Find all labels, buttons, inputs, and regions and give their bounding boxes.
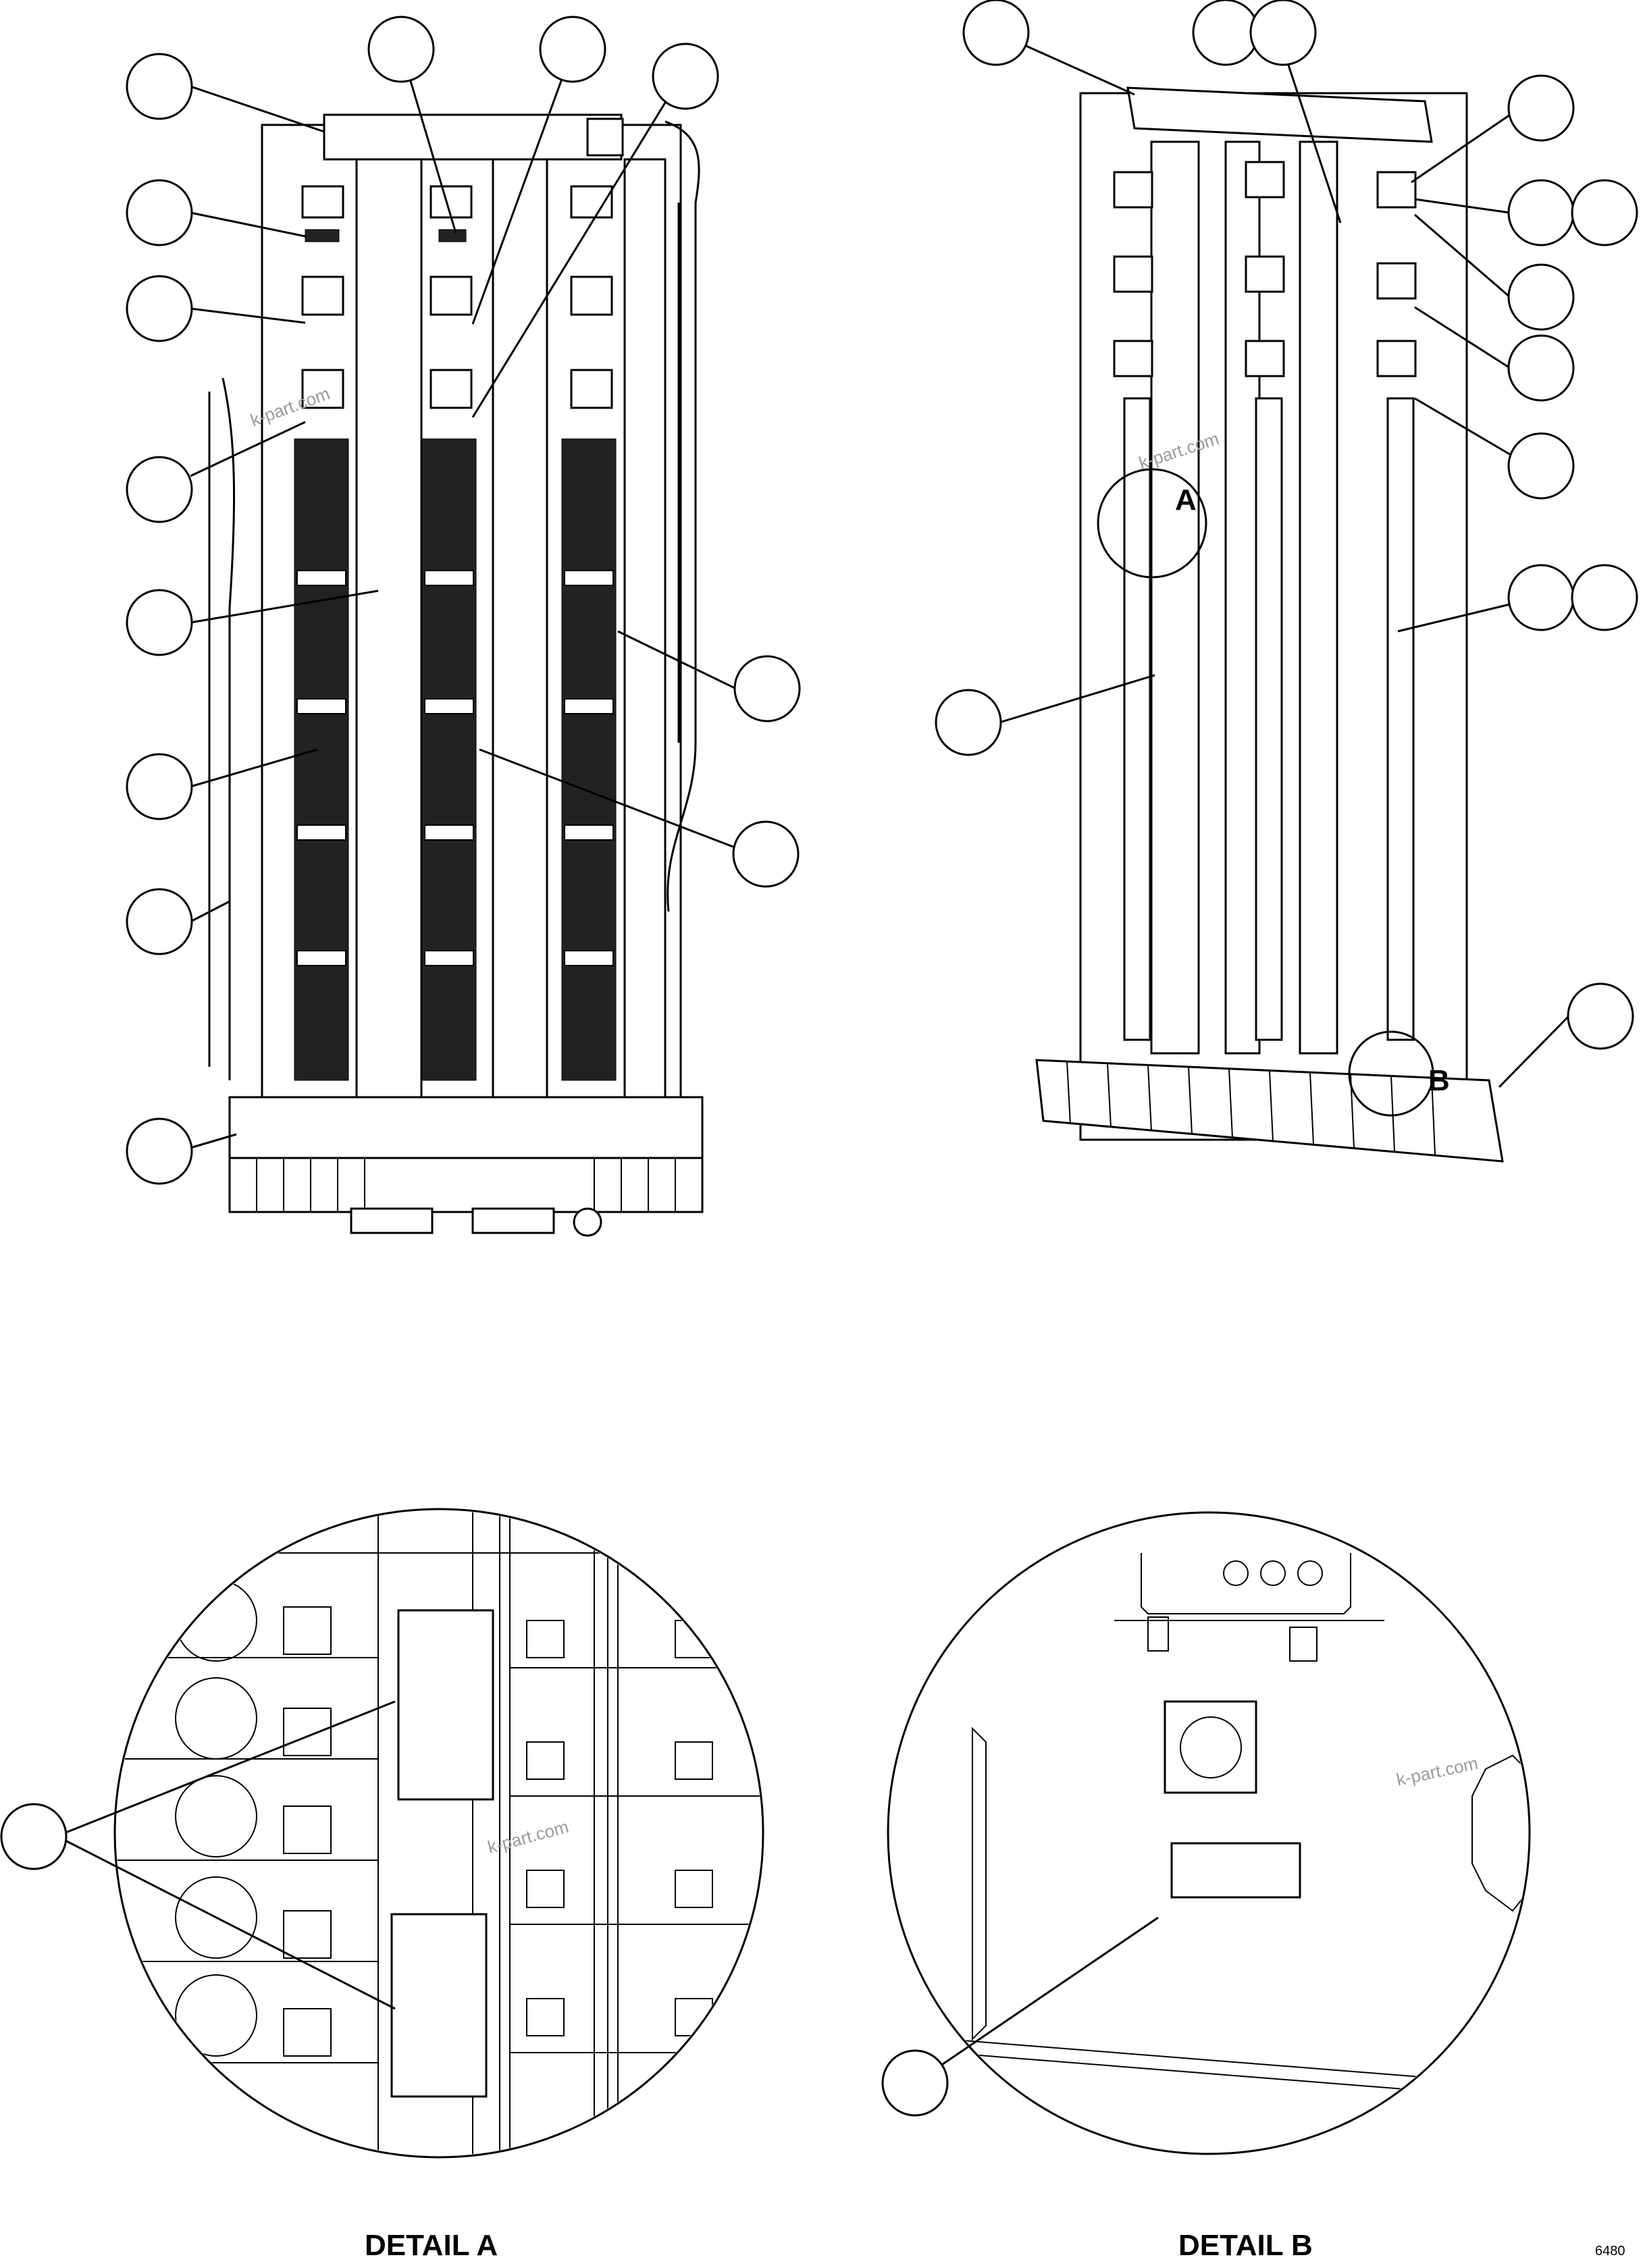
- terminal-column-2: [421, 438, 477, 1081]
- din-rail-1: [1123, 397, 1151, 1041]
- bottom-duct-fingers: [228, 1157, 704, 1213]
- callout-balloon: [1507, 564, 1575, 631]
- detail-a-caption: DETAIL A: [365, 2229, 498, 2262]
- callout-balloon: [1507, 432, 1575, 500]
- relay-label-plate: [305, 229, 340, 242]
- callout-balloon: [1507, 179, 1575, 246]
- callout-balloon: [732, 820, 800, 888]
- round-connector: [573, 1207, 602, 1237]
- vertical-duct-3: [623, 158, 667, 1106]
- callout-balloon: [1507, 263, 1575, 331]
- callout-balloon: [126, 888, 193, 955]
- callout-balloon: [1507, 334, 1575, 402]
- terminal-column-3: [561, 438, 617, 1081]
- right-relays: [1113, 161, 1417, 377]
- din-rail-2: [1255, 397, 1283, 1041]
- detail-b-marker-circle: [1348, 1030, 1434, 1117]
- callout-balloon: [126, 275, 193, 342]
- callout-balloon: [126, 1117, 193, 1185]
- callout-balloon: [1567, 982, 1634, 1050]
- callout-balloon: [733, 655, 801, 722]
- top-wire-duct: [1126, 86, 1433, 143]
- relay: [1113, 171, 1153, 209]
- relay: [1376, 262, 1417, 300]
- top-conduit: [323, 113, 623, 161]
- din-rail-3: [1386, 397, 1415, 1041]
- right-callouts: [935, 0, 1638, 1050]
- relay: [570, 275, 613, 316]
- callout-balloon: [126, 53, 193, 120]
- detail-b-caption: DETAIL B: [1178, 2229, 1313, 2262]
- relay: [429, 369, 473, 409]
- relay: [301, 185, 344, 219]
- right-leader-lines: [995, 31, 1570, 1088]
- relay: [570, 369, 613, 409]
- relay: [429, 275, 473, 316]
- terminal-block-columns: [294, 438, 617, 1081]
- right-panel-view: A B: [935, 0, 1638, 1163]
- vertical-duct-1: [355, 158, 423, 1106]
- left-leader-lines: [190, 49, 737, 1149]
- bottom-duct: [228, 1096, 704, 1159]
- detail-a: k-part.com DETAIL A: [0, 1508, 764, 2262]
- detail-a-marker-label: A: [1175, 483, 1197, 517]
- callout-balloon: [126, 589, 193, 656]
- left-assembly-view: k-part.com: [126, 16, 801, 1237]
- relay: [301, 275, 344, 316]
- callout-balloon: [881, 2049, 949, 2117]
- callout-balloon: [126, 179, 193, 246]
- relay: [1113, 255, 1153, 293]
- duct-1: [1150, 140, 1200, 1055]
- detail-b-circle: [887, 1511, 1531, 2155]
- relay: [1245, 340, 1285, 377]
- watermark: k-part.com: [1394, 1753, 1480, 1790]
- left-relays: [301, 185, 613, 409]
- wire-harness-left: [221, 377, 236, 1080]
- relay: [1245, 161, 1285, 199]
- detail-a-circle: [113, 1508, 764, 2159]
- conduit-end-cap: [586, 117, 624, 157]
- callout-balloon: [367, 16, 435, 83]
- callout-balloon: [962, 0, 1030, 66]
- callout-balloon: [1571, 564, 1638, 631]
- square-component: [1164, 1700, 1257, 1794]
- detail-a-marker-circle: [1097, 468, 1207, 579]
- callout-balloon: [935, 689, 1002, 756]
- label-strip: [390, 1913, 488, 2098]
- relay: [570, 185, 613, 219]
- relay: [1113, 340, 1153, 377]
- terminal-column-1: [294, 438, 349, 1081]
- duct-3: [1299, 140, 1338, 1055]
- watermark: k-part.com: [486, 1816, 571, 1857]
- callout-balloon: [1571, 179, 1638, 246]
- callout-balloon: [652, 43, 719, 110]
- relay: [1376, 171, 1417, 209]
- wire-harness-right: [664, 120, 700, 912]
- connector: [471, 1207, 555, 1234]
- callout-balloon: [1249, 0, 1317, 66]
- callout-balloon: [126, 753, 193, 820]
- relay: [1376, 340, 1417, 377]
- callout-balloon: [1507, 74, 1575, 142]
- relay: [301, 369, 344, 409]
- vertical-duct-2: [492, 158, 548, 1106]
- callout-balloon: [1192, 0, 1259, 66]
- relay: [429, 185, 473, 219]
- bottom-wire-duct: [1035, 1059, 1504, 1163]
- left-callouts: [126, 16, 801, 1185]
- callout-balloon: [539, 16, 606, 83]
- callout-balloon: [0, 1803, 68, 1870]
- rectangular-component: [1170, 1842, 1301, 1899]
- relay-label-plate: [438, 229, 467, 242]
- connector: [350, 1207, 434, 1234]
- detail-b: k-part.com DETAIL B: [881, 1511, 1531, 2262]
- figure-code: 6480: [1595, 2244, 1625, 2259]
- relay: [1245, 255, 1285, 293]
- detail-b-marker-label: B: [1428, 1064, 1450, 1097]
- callout-balloon: [126, 456, 193, 523]
- label-strip: [397, 1609, 494, 1801]
